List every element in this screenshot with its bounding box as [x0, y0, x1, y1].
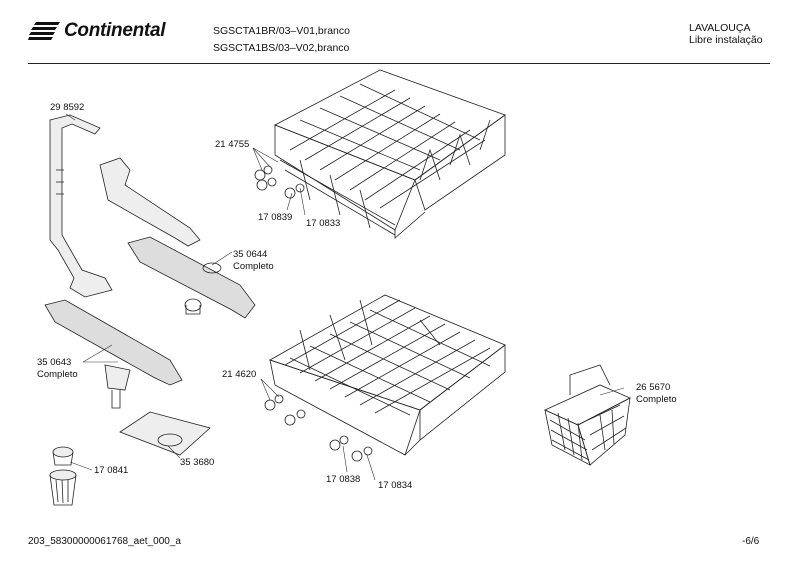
part-label-298592: 29 8592 [50, 102, 85, 113]
part-label-265670: 26 5670 [636, 382, 671, 393]
lower-spray-arm-drawing [44, 299, 183, 409]
cutlery-basket-drawing [544, 364, 631, 466]
category-subtitle: Libre instalação [689, 34, 763, 46]
lower-rollers-drawing [264, 394, 373, 462]
filter-drawing [49, 446, 77, 506]
upper-spray-arm-drawing [99, 157, 256, 319]
part-note-350644: Completo [233, 261, 274, 272]
brand-logo: Continental [28, 20, 166, 42]
lower-basket-drawing [269, 294, 506, 456]
part-label-170834: 17 0834 [378, 480, 413, 491]
category-title: LAVALOUÇA [689, 22, 751, 34]
page-number: -6/6 [742, 536, 760, 547]
document-id: 203_58300000061768_aet_000_a [28, 536, 181, 547]
part-label-170841: 17 0841 [94, 465, 129, 476]
part-label-353680: 35 3680 [180, 457, 215, 468]
filter-plate-drawing [119, 411, 211, 456]
upper-rollers-drawing [254, 165, 305, 199]
header-divider [28, 63, 770, 64]
part-label-214620: 21 4620 [222, 369, 257, 380]
upper-basket-drawing [274, 69, 506, 239]
part-note-350643: Completo [37, 369, 78, 380]
model-line-2: SGSCTA1BS/03–V02,branco [213, 42, 350, 54]
part-label-170833: 17 0833 [306, 218, 341, 229]
leader-lines [65, 113, 625, 481]
part-note-265670: Completo [636, 394, 677, 405]
part-label-214755: 21 4755 [215, 139, 250, 150]
part-label-170838: 17 0838 [326, 474, 361, 485]
part-label-350643: 35 0643 [37, 357, 72, 368]
part-label-170839: 17 0839 [258, 212, 293, 223]
supply-pipe-drawing [49, 114, 113, 298]
model-line-1: SGSCTA1BR/03–V01,branco [213, 25, 350, 37]
continental-stripes-icon [28, 22, 60, 40]
brand-name: Continental [64, 20, 166, 41]
part-label-350644: 35 0644 [233, 249, 268, 260]
